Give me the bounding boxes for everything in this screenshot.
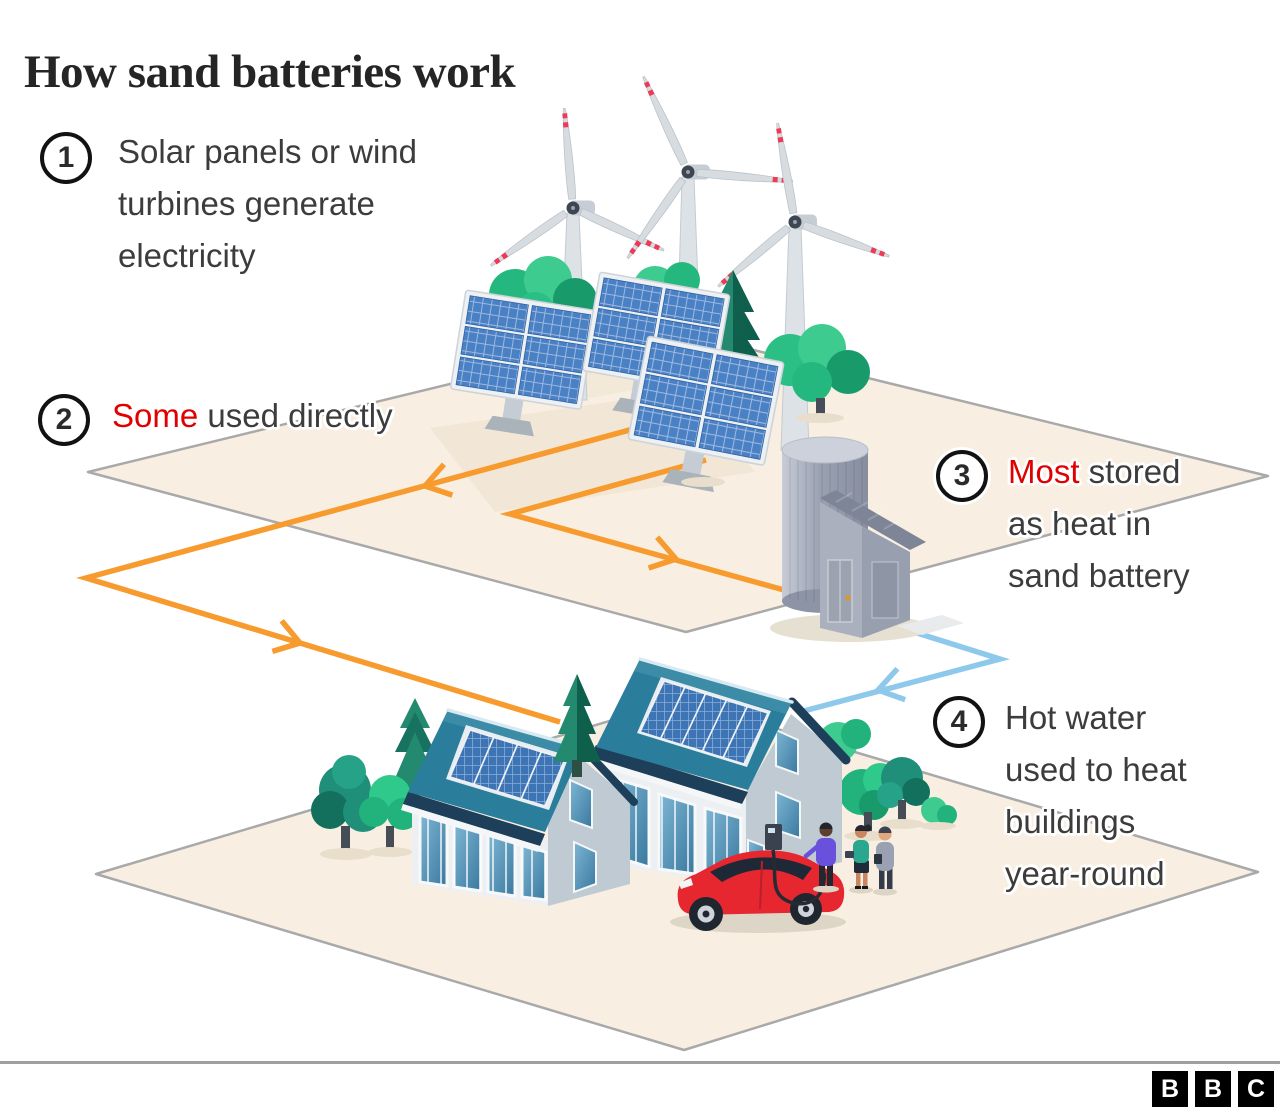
bbc-logo: B B C bbox=[1152, 1071, 1274, 1107]
step-1: 1 Solar panels or wind turbines generate… bbox=[40, 132, 417, 282]
step-3-badge: 3 bbox=[936, 450, 988, 502]
step-2-text: Some used directly bbox=[112, 397, 393, 434]
person-icon bbox=[845, 824, 873, 894]
step-4: 4 Hot water used to heat buildings year-… bbox=[933, 696, 1187, 900]
solar-panel-icon bbox=[627, 335, 785, 493]
tree-icon bbox=[764, 324, 870, 423]
step-1-text: Solar panels or wind turbines generate e… bbox=[118, 133, 417, 274]
ev-car-icon bbox=[670, 849, 846, 933]
solar-panel-icon bbox=[450, 289, 597, 437]
step-3-number: 3 bbox=[953, 459, 971, 492]
person-icon bbox=[803, 822, 839, 893]
footer-divider bbox=[0, 1061, 1280, 1064]
page-title: How sand batteries work bbox=[24, 46, 516, 99]
pine-tree-icon bbox=[553, 674, 601, 777]
step-3-text: Most stored as heat in sand battery bbox=[1008, 453, 1190, 594]
panel-shadow bbox=[681, 477, 725, 487]
step-3: 3 Most stored as heat in sand battery bbox=[936, 450, 1190, 602]
sand-battery-icon bbox=[770, 436, 964, 642]
step-1-number: 1 bbox=[57, 141, 75, 174]
step-2: 2 Some used directly bbox=[38, 394, 393, 446]
bbc-logo-block: B bbox=[1152, 1071, 1188, 1107]
step-4-number: 4 bbox=[950, 705, 968, 738]
step-2-number: 2 bbox=[55, 403, 73, 436]
electricity-flow-arrow bbox=[76, 422, 785, 725]
bbc-logo-block: B bbox=[1195, 1071, 1231, 1107]
step-1-badge: 1 bbox=[40, 132, 92, 184]
step-4-text: Hot water used to heat buildings year-ro… bbox=[1005, 699, 1187, 892]
step-2-badge: 2 bbox=[38, 394, 90, 446]
roof-solar-array bbox=[637, 677, 771, 767]
ev-charger-icon bbox=[765, 824, 782, 850]
step-4-badge: 4 bbox=[933, 696, 985, 748]
person-icon bbox=[873, 826, 897, 896]
bbc-logo-block: C bbox=[1238, 1071, 1274, 1107]
